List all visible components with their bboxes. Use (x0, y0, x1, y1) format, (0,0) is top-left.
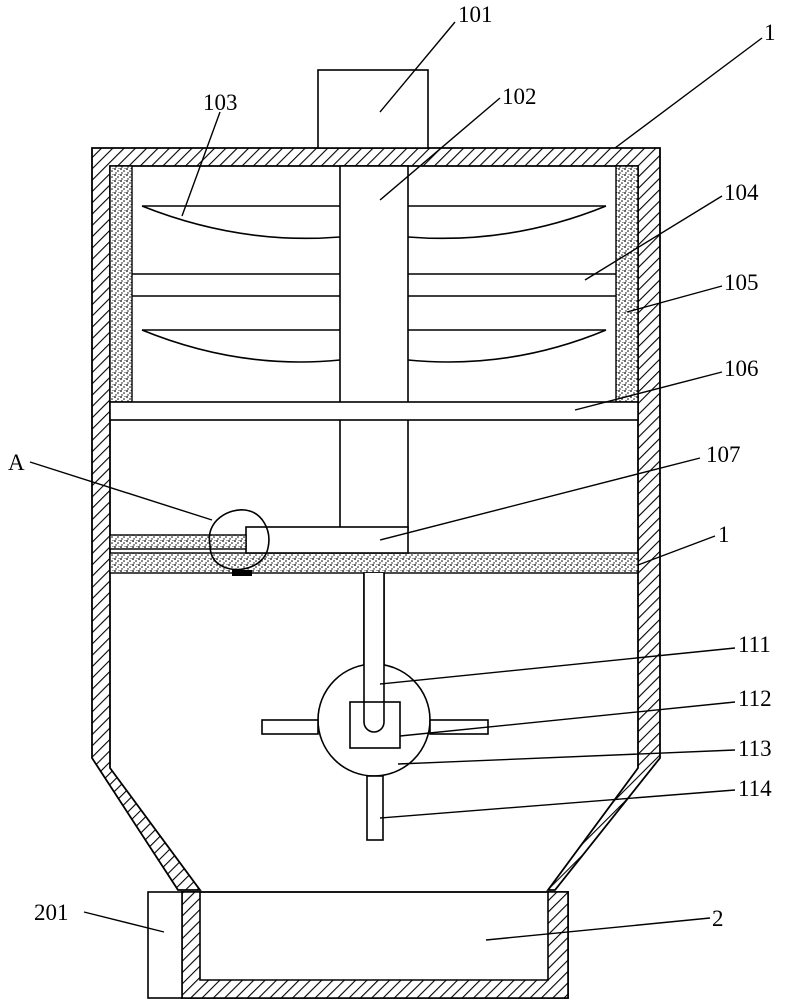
label-114: 114 (738, 776, 772, 801)
label-101: 101 (458, 2, 493, 27)
label-105: 105 (724, 270, 759, 295)
partition-plate (109, 401, 639, 421)
label-103: 103 (203, 90, 238, 115)
main-shaft (339, 165, 409, 531)
valve-rod (245, 526, 409, 554)
label-112: 112 (738, 686, 772, 711)
label-107: 107 (706, 442, 741, 467)
insulation-right (615, 165, 639, 403)
label-a: A (8, 450, 25, 475)
leader-lines (29, 21, 763, 941)
part-labels: 101 102 103 1 104 105 106 107 A 1 111 11… (8, 2, 776, 931)
detail-a-circle (208, 509, 270, 571)
rotating-disc-cover (364, 573, 384, 723)
scraper-rod-left (261, 719, 319, 735)
label-111: 111 (738, 632, 771, 657)
motor-block (317, 69, 429, 149)
collection-box-wall (181, 891, 569, 999)
lower-blades (141, 329, 607, 363)
filter-plate (109, 552, 639, 574)
label-1-mid: 1 (718, 522, 730, 547)
detail-a-latch (232, 570, 252, 576)
label-113: 113 (738, 736, 772, 761)
crossbar (132, 273, 616, 297)
label-104: 104 (724, 180, 759, 205)
scraper-rod-bottom (366, 775, 384, 841)
label-201: 201 (34, 900, 69, 925)
support-leg (147, 891, 183, 999)
slider-block (349, 701, 401, 749)
upper-blades (141, 205, 607, 240)
insulation-left (109, 165, 133, 403)
label-1-top: 1 (764, 20, 776, 45)
label-106: 106 (724, 356, 759, 381)
label-2: 2 (712, 906, 724, 931)
valve-handle (109, 534, 247, 550)
label-102: 102 (502, 84, 537, 109)
